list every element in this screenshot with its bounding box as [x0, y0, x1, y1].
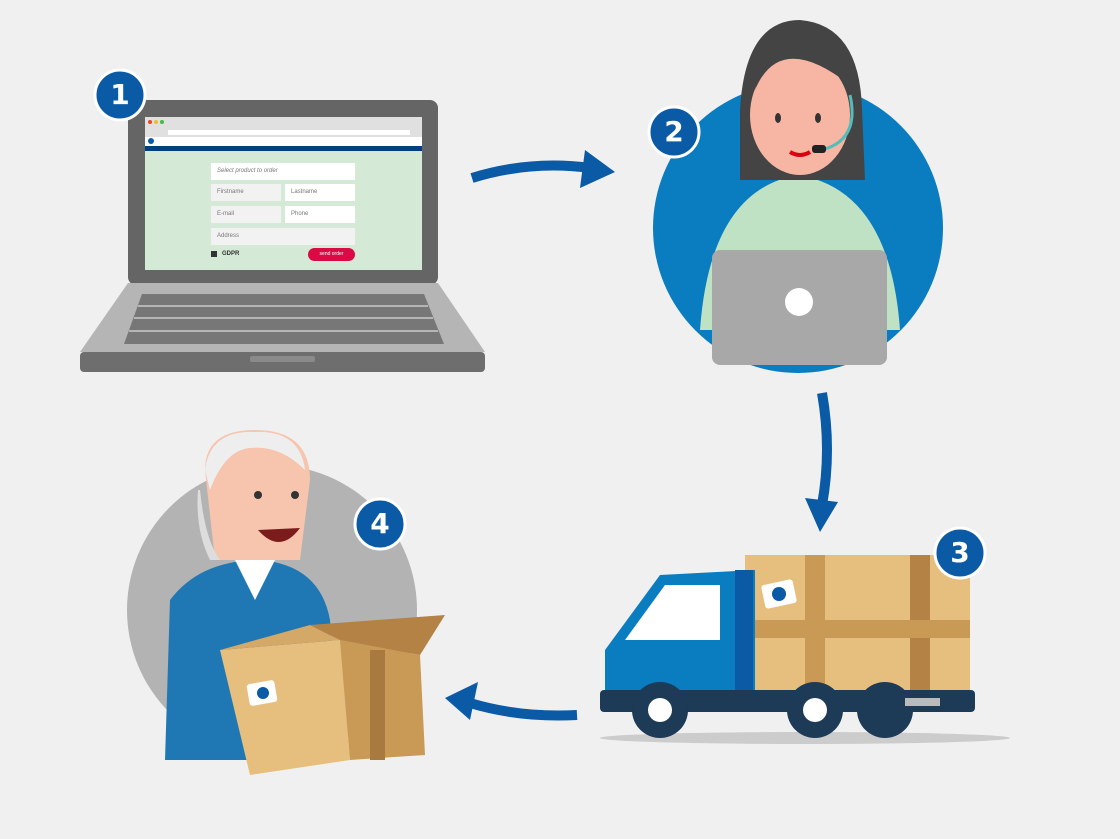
gdpr-label: GDPR [222, 251, 240, 257]
support-agent [653, 20, 943, 373]
arrows [468, 160, 832, 721]
lastname-input[interactable]: Lastname [285, 184, 355, 201]
firstname-input[interactable]: Firstname [211, 184, 281, 201]
customer [127, 430, 445, 775]
step-1-label: 1 [110, 78, 130, 111]
order-form: Select product to order Firstname Lastna… [145, 150, 422, 270]
step-4-label: 4 [370, 507, 390, 540]
phone-input[interactable]: Phone [285, 206, 355, 223]
step-badges [93, 68, 987, 580]
send-order-button[interactable]: send order [308, 248, 355, 261]
product-select[interactable]: Select product to order [211, 163, 355, 180]
delivery-truck [600, 555, 1010, 744]
gdpr-checkbox[interactable] [211, 251, 217, 257]
step-2-label: 2 [664, 115, 684, 148]
address-input[interactable]: Address [211, 228, 355, 245]
step-3-label: 3 [950, 536, 970, 569]
email-input[interactable]: E-mail [211, 206, 281, 223]
laptop [80, 100, 485, 372]
